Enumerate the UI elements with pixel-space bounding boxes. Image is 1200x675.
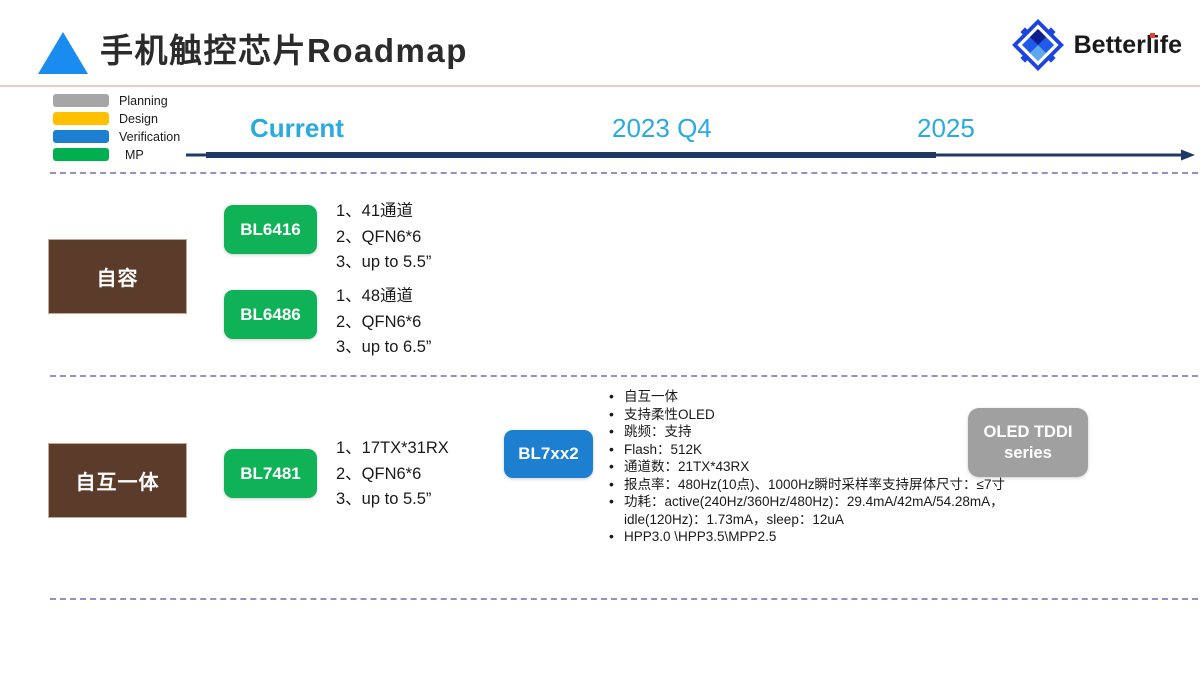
product-chip-bl7481[interactable]: BL7481: [224, 449, 317, 498]
legend-item-mp: MP: [53, 146, 180, 163]
bullet-item: 功耗：active(240Hz/360Hz/480Hz)：29.4mA/42mA…: [607, 492, 1007, 528]
timeline-arrow: [186, 149, 1195, 161]
product-chip-bl7xx2[interactable]: BL7xx2: [504, 430, 593, 478]
oled-tddi-line2: series: [1004, 443, 1052, 462]
category-box-self-mutual: 自互一体: [48, 443, 187, 518]
separator-top: [50, 172, 1198, 174]
brand-name: Betterlife: [1074, 31, 1182, 60]
brand-logo: Betterlife: [1011, 18, 1182, 72]
triangle-icon: [38, 32, 88, 74]
legend-item-design: Design: [53, 110, 180, 127]
bullet-item: 报点率：480Hz(10点)、1000Hz瞬时采样率支持屏体尺寸：≤7寸: [607, 475, 1007, 494]
spec-line: 3、up to 5.5”: [336, 490, 432, 509]
legend-swatch-design: [53, 112, 109, 125]
spec-line: 1、17TX*31RX: [336, 439, 449, 457]
separator-bottom: [50, 598, 1198, 600]
status-legend: Planning Design Verification MP: [53, 92, 180, 164]
timeline-label-current: Current: [250, 113, 344, 143]
product-chip-oled-tddi[interactable]: OLED TDDI series: [968, 408, 1088, 477]
betterlife-diamond-icon: [1011, 19, 1064, 71]
spec-line: 3、up to 5.5”: [336, 253, 432, 272]
spec-line: 2、QFN6*6: [336, 227, 422, 246]
bullet-item: 支持柔性OLED: [607, 405, 1007, 424]
bullet-item: 跳频：支持: [607, 422, 1007, 441]
legend-label-planning: Planning: [119, 93, 168, 108]
spec-line: 2、QFN6*6: [336, 464, 422, 483]
category-box-self-capacitance: 自容: [48, 239, 187, 314]
bullet-item: Flash：512K: [607, 440, 1007, 459]
legend-label-design: Design: [119, 111, 158, 126]
bullet-item: 自互一体: [607, 387, 1007, 406]
legend-label-mp: MP: [125, 147, 144, 162]
page-title: 手机触控芯片Roadmap: [100, 32, 468, 69]
legend-label-verification: Verification: [119, 129, 181, 144]
legend-swatch-planning: [53, 94, 109, 107]
spec-line: 1、48通道: [336, 287, 414, 305]
brand-name-text: Betterlife: [1073, 30, 1182, 59]
timeline-label-2023q4: 2023 Q4: [612, 113, 712, 143]
legend-swatch-verification: [53, 130, 109, 143]
brand-accent-dot: [1150, 32, 1155, 38]
spec-line: 1、41通道: [336, 202, 414, 220]
separator-middle: [50, 375, 1198, 377]
product-chip-bl6486[interactable]: BL6486: [224, 290, 317, 339]
spec-line: 3、up to 6.5”: [336, 338, 432, 357]
oled-tddi-line1: OLED TDDI: [983, 422, 1073, 441]
legend-item-planning: Planning: [53, 92, 180, 109]
product-chip-bl6416[interactable]: BL6416: [224, 205, 317, 254]
timeline-label-2025: 2025: [917, 113, 975, 143]
header-divider: [0, 85, 1200, 87]
spec-list-bl6416: 1、41通道 2、QFN6*6 3、up to 5.5”: [336, 199, 431, 276]
legend-swatch-mp: [53, 148, 109, 161]
slide-header: 手机触控芯片Roadmap Betterlife: [0, 0, 1200, 87]
spec-list-bl6486: 1、48通道 2、QFN6*6 3、up to 6.5”: [336, 284, 431, 361]
spec-list-bl7481: 1、17TX*31RX 2、QFN6*6 3、up to 5.5”: [336, 436, 449, 513]
legend-item-verification: Verification: [53, 128, 180, 145]
spec-list-bl7xx2: 自互一体 支持柔性OLED 跳频：支持 Flash：512K 通道数：21TX*…: [607, 387, 1007, 546]
bullet-item: 通道数：21TX*43RX: [607, 457, 1007, 476]
bullet-item: HPP3.0 \HPP3.5\MPP2.5: [607, 527, 1007, 546]
spec-line: 2、QFN6*6: [336, 312, 422, 331]
